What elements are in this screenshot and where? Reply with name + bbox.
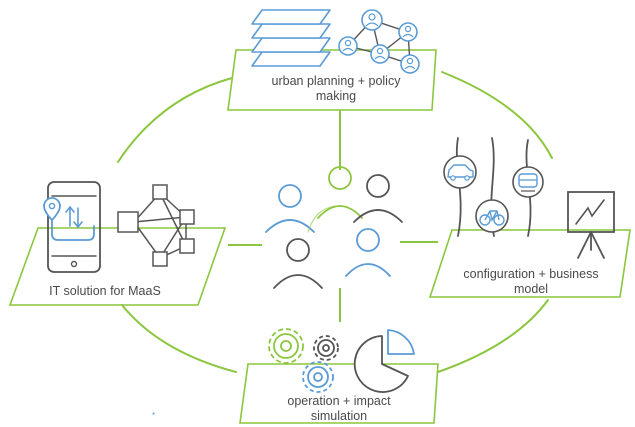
car-icon xyxy=(443,155,477,189)
label-urban-planning-line2: making xyxy=(315,89,357,103)
pie-chart-icon xyxy=(353,329,415,393)
connector-lines xyxy=(228,110,438,322)
sparkle-icon: * xyxy=(152,411,155,420)
label-operation: operation + impact simulation xyxy=(246,394,432,424)
network-graph-icon xyxy=(117,184,195,267)
platform-urban-planning xyxy=(227,49,437,111)
label-urban-planning-line1: urban planning + policy xyxy=(271,74,401,88)
label-it-solution: IT solution for MaaS xyxy=(20,284,190,299)
presentation-board-icon xyxy=(567,191,615,259)
platform-configuration xyxy=(428,229,631,298)
train-icon xyxy=(512,166,544,198)
label-configuration-line1: configuration + business xyxy=(463,267,599,281)
label-operation-line1: operation + impact xyxy=(287,394,391,408)
people-group-icon xyxy=(265,166,403,289)
layers-icon xyxy=(251,9,331,67)
gears-icon xyxy=(268,328,339,393)
label-it-solution-line1: IT solution for MaaS xyxy=(49,284,161,298)
bicycle-icon xyxy=(475,199,509,233)
people-network-icon xyxy=(338,9,420,74)
platform-it-solution xyxy=(8,227,227,306)
label-urban-planning: urban planning + policy making xyxy=(236,74,436,104)
label-operation-line2: simulation xyxy=(310,409,368,423)
cycle-arcs xyxy=(117,71,553,373)
smartphone-route-icon xyxy=(43,181,101,273)
label-configuration-line2: model xyxy=(513,282,549,296)
label-configuration: configuration + business model xyxy=(436,267,626,297)
